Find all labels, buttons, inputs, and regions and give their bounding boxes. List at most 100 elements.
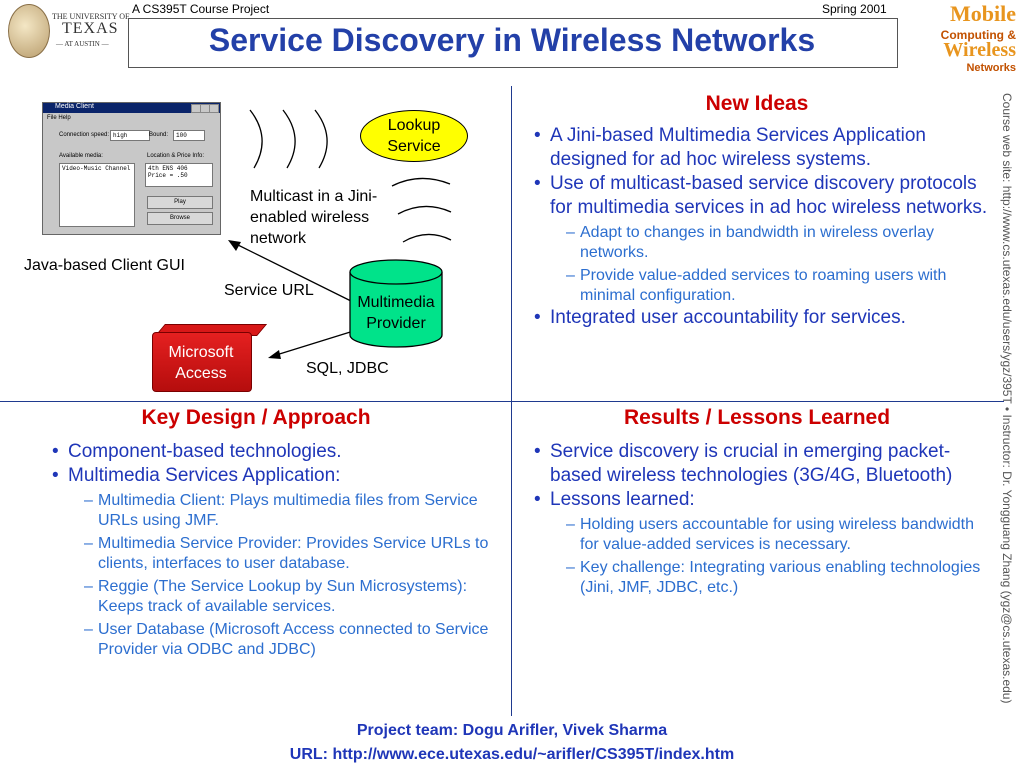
bullet-item: • Multimedia Services Application: <box>46 464 508 488</box>
provider-label: Multimedia Provider <box>357 294 435 332</box>
brand-networks: Networks <box>966 62 1016 74</box>
results-heading: Results / Lessons Learned <box>623 406 891 429</box>
gui-location-label: Location & Price Info: <box>147 153 205 159</box>
wave-icon <box>314 109 328 169</box>
sql-jdbc-link <box>272 328 361 357</box>
dash-icon: – <box>84 535 93 552</box>
side-note-text: Course web site: http://www.cs.utexas.ed… <box>1000 93 1014 704</box>
wave-icon <box>282 109 296 169</box>
bullet-icon: • <box>534 441 541 462</box>
dash-icon: – <box>566 559 575 576</box>
bullet-item: –Multimedia Service Provider: Provides S… <box>46 534 508 574</box>
bullet-text: Key challenge: Integrating various enabl… <box>580 559 981 596</box>
bullet-text: Holding users accountable for using wire… <box>580 516 974 553</box>
lookup-service-label: Lookup Service <box>387 117 441 155</box>
gui-media-list: Video-Music Channel <box>59 163 135 227</box>
university-logo: THE UNIVERSITY OF TEXAS — AT AUSTIN — <box>6 0 129 66</box>
university-seal-icon <box>8 4 50 58</box>
dash-icon: – <box>84 492 93 509</box>
bullet-item: • Service discovery is crucial in emergin… <box>528 440 988 488</box>
bullet-item: • Component-based technologies. <box>46 440 508 464</box>
client-gui-screenshot: Media Client File Help Connection speed:… <box>42 102 221 235</box>
logo-line-2: TEXAS <box>62 20 119 37</box>
new-ideas-list: • A Jini-based Multimedia Services Applic… <box>528 124 996 330</box>
project-url[interactable]: URL: http://www.ece.utexas.edu/~arifler/… <box>289 746 735 763</box>
bullet-item: –Multimedia Client: Plays multimedia fil… <box>46 491 508 531</box>
arrow-head-icon <box>268 350 281 359</box>
bullet-text: Provide value-added services to roaming … <box>580 267 947 304</box>
bullet-text: Multimedia Client: Plays multimedia file… <box>98 492 478 529</box>
key-design-heading: Key Design / Approach <box>141 406 371 429</box>
bullet-text: User Database (Microsoft Access connecte… <box>98 621 489 658</box>
dash-icon: – <box>566 224 575 241</box>
logo-line-3: — AT AUSTIN — <box>56 40 109 48</box>
bullet-item: –Adapt to changes in bandwidth in wirele… <box>528 223 996 263</box>
wave-icon <box>391 177 451 187</box>
results-list: • Service discovery is crucial in emergin… <box>528 440 988 598</box>
multicast-label: Multicast in a Jini-enabled wireless net… <box>250 188 378 247</box>
gui-available-media-label: Available media: <box>59 153 103 159</box>
close-icon <box>209 104 219 113</box>
dash-icon: – <box>566 516 575 533</box>
wave-icon <box>402 233 452 243</box>
gui-bound-field: 100 <box>173 130 205 141</box>
side-note: Course web site: http://www.cs.utexas.ed… <box>1000 93 1024 753</box>
lookup-service-node: Lookup Service <box>360 110 468 162</box>
logo-line-1: THE UNIVERSITY OF <box>52 12 130 21</box>
gui-bound-label: Bound: <box>149 132 169 138</box>
project-team: Project team: Dogu Arifler, Vivek Sharma <box>356 722 668 739</box>
key-design-list: • Component-based technologies. • Multimedi… <box>46 440 508 660</box>
brand-mobile: Mobile <box>950 1 1016 26</box>
service-url-label: Service URL <box>224 282 314 299</box>
bullet-text: A Jini-based Multimedia Services Applica… <box>550 125 926 170</box>
page-title: Service Discovery in Wireless Networks <box>208 22 816 58</box>
bullet-icon: • <box>534 125 541 146</box>
dash-icon: – <box>566 267 575 284</box>
bullet-item: –Reggie (The Service Lookup by Sun Micro… <box>46 577 508 617</box>
bullet-item: • A Jini-based Multimedia Services Applic… <box>528 124 996 172</box>
sql-jdbc-label: SQL, JDBC <box>306 360 389 377</box>
service-url-arrow <box>235 243 356 304</box>
gui-play-button: Play <box>147 196 213 209</box>
wave-icon <box>249 109 263 169</box>
diagram-lines <box>228 109 452 359</box>
bullet-item: –Key challenge: Integrating various enab… <box>528 558 988 598</box>
course-label: A CS395T Course Project <box>132 2 270 16</box>
bullet-item: –Holding users accountable for using wir… <box>528 515 988 555</box>
bullet-icon: • <box>534 489 541 510</box>
gui-connection-speed-field: high <box>110 130 150 141</box>
bullet-item: •Integrated user accountability for serv… <box>528 306 996 330</box>
bullet-text: Adapt to changes in bandwidth in wireles… <box>580 224 934 261</box>
bullet-text: Multimedia Services Application: <box>68 465 341 486</box>
microsoft-access-node: Microsoft Access <box>152 324 268 392</box>
dash-icon: – <box>84 578 93 595</box>
dash-icon: – <box>84 621 93 638</box>
bullet-text: Component-based technologies. <box>68 441 342 462</box>
vertical-divider <box>511 86 512 716</box>
bullet-text: Multimedia Service Provider: Provides Se… <box>98 535 489 572</box>
bullet-icon: • <box>52 465 59 486</box>
gui-title: Media Client <box>55 103 94 110</box>
gui-location-field: 4th ENS 406 Price = .50 <box>145 163 213 187</box>
arrow-head-icon <box>228 240 241 251</box>
bullet-text: Reggie (The Service Lookup by Sun Micros… <box>98 578 468 615</box>
bullet-text: Use of multicast-based service discovery… <box>550 173 988 218</box>
bullet-icon: • <box>52 441 59 462</box>
gui-menu: File Help <box>47 115 71 121</box>
access-label: Microsoft Access <box>168 344 234 382</box>
new-ideas-heading: New Ideas <box>705 92 809 115</box>
brand-computing: Computing & <box>940 28 1016 42</box>
bullet-text: Integrated user accountability for servi… <box>550 307 906 328</box>
horizontal-divider <box>0 401 1004 402</box>
gui-caption: Java-based Client GUI <box>24 257 185 274</box>
gui-connection-speed-label: Connection speed: <box>59 132 110 138</box>
term-label: Spring 2001 <box>822 2 887 16</box>
bullet-item: –Provide value-added services to roaming… <box>528 266 996 306</box>
gui-titlebar <box>43 103 220 113</box>
database-cylinder-icon <box>349 272 443 348</box>
bullet-item: –User Database (Microsoft Access connect… <box>46 620 508 660</box>
bullet-icon: • <box>534 173 541 194</box>
brand-wireless: Wireless <box>943 39 1016 61</box>
gui-browse-button: Browse <box>147 212 213 225</box>
bullet-text: Service discovery is crucial in emerging… <box>550 441 953 486</box>
